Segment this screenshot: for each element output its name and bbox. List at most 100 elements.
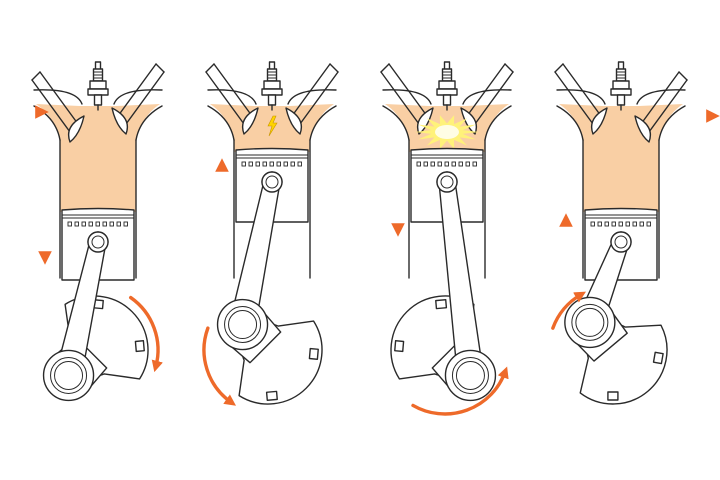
valve-stem-right	[466, 63, 514, 125]
valve-head-right	[111, 107, 129, 135]
big-end-journal	[54, 360, 84, 390]
head-port-right-upper	[113, 89, 163, 105]
piston-ring-slot	[416, 161, 421, 167]
explosion-core	[435, 125, 459, 139]
counterweight-notch	[607, 391, 619, 401]
big-end-journal	[228, 310, 258, 340]
head-port-right-lower	[484, 105, 512, 141]
counterweight-notch	[435, 299, 448, 310]
piston-ring-slot	[81, 221, 86, 227]
engine-stage-exhaust	[551, 61, 720, 405]
spark-plug-hex	[263, 80, 281, 90]
spark-plug-hex	[612, 80, 630, 90]
valve-stem-end-left	[31, 71, 41, 81]
rod-small-end-bore	[614, 235, 628, 249]
piston-ring-slot	[430, 161, 435, 167]
piston-ring-slot	[102, 221, 107, 227]
engine-stage-intake	[6, 61, 165, 402]
rod-small-end-bore	[91, 235, 105, 249]
piston-ring-slot	[597, 221, 602, 227]
rod-small-end	[261, 171, 283, 193]
valve-head-right	[285, 107, 303, 135]
valve-stem-end-left	[554, 63, 564, 73]
rod-small-end	[610, 231, 632, 253]
piston-ring-slot	[262, 161, 267, 167]
spark-plug-ribs	[93, 71, 103, 79]
curved-arrow-icon	[551, 291, 587, 330]
piston-ring-slot	[269, 161, 274, 167]
head-port-right-lower	[309, 105, 337, 141]
piston-ring-slot	[123, 221, 128, 227]
head-port-left-upper	[207, 89, 257, 105]
piston-ring-slot	[646, 221, 651, 227]
valve-head-left	[241, 107, 259, 135]
lightning-bolt-icon	[267, 115, 278, 137]
spark-plug-ribs	[616, 71, 626, 79]
piston-ring-slot	[604, 221, 609, 227]
spark-plug-body	[610, 88, 632, 96]
head-port-left-upper	[382, 89, 432, 105]
valve-stem-end-left	[205, 63, 215, 73]
valve-stem-left	[31, 71, 79, 133]
valve-stem-end-right	[678, 71, 688, 81]
piston-ring-slot	[74, 221, 79, 227]
piston-ring-slot	[590, 221, 595, 227]
curved-arrow-icon	[129, 295, 163, 373]
counterweight-notch	[265, 390, 278, 401]
spark-plug-icon	[87, 61, 109, 111]
head-port-left-lower	[382, 105, 410, 141]
piston-ring-slot	[423, 161, 428, 167]
head-port-right-lower	[135, 105, 163, 141]
spark-plug-body	[436, 88, 458, 96]
valve-head-left	[416, 107, 434, 135]
valve-stem-left	[554, 63, 602, 125]
big-end-bearing	[224, 306, 262, 344]
spark-plug-thread	[93, 94, 103, 106]
piston-ring-slot	[444, 161, 449, 167]
piston-ring-slot	[109, 221, 114, 227]
piston-ring-slot	[241, 161, 246, 167]
rod-small-end-bore	[265, 175, 279, 189]
counterweight-notch	[308, 347, 319, 360]
piston-ring-slot	[632, 221, 637, 227]
valve-stem-end-right	[155, 63, 165, 73]
valve-head-right	[634, 115, 652, 143]
spark-plug-body	[87, 88, 109, 96]
piston-ring-slot	[465, 161, 470, 167]
piston-ring-slot	[458, 161, 463, 167]
spark-plug-icon	[610, 61, 632, 111]
spark-plug-thread	[267, 94, 277, 106]
rod-small-end-bore	[440, 175, 454, 189]
valve-head-right	[460, 107, 478, 135]
head-port-right-upper	[462, 89, 512, 105]
head-port-left-upper	[33, 89, 83, 105]
curved-arrow-icon	[411, 366, 509, 416]
big-end-bearing	[50, 356, 88, 394]
engine-stage-power	[380, 61, 514, 416]
spark-plug-ribs	[442, 71, 452, 79]
spark-plug-body	[261, 88, 283, 96]
head-port-right-upper	[287, 89, 337, 105]
valve-stem-right	[117, 63, 165, 125]
piston-ring-slot	[437, 161, 442, 167]
piston-ring-slot	[290, 161, 295, 167]
spark-plug-hex	[438, 80, 456, 90]
big-end-bearing	[451, 356, 489, 394]
valve-stem-end-right	[329, 63, 339, 73]
counterweight-notch	[652, 351, 664, 365]
valve-stem-end-right	[504, 63, 514, 73]
valve-stem-right	[291, 63, 339, 125]
valve-stem-left	[380, 63, 428, 125]
combustion-chamber-fill	[559, 104, 683, 212]
spark-plug-thread	[442, 94, 452, 106]
piston-ring-slot	[611, 221, 616, 227]
valve-stem-right	[640, 71, 688, 133]
piston-ring-slot	[276, 161, 281, 167]
piston-ring-slot	[248, 161, 253, 167]
head-port-right-lower	[658, 105, 686, 141]
piston-ring-slot	[255, 161, 260, 167]
valve-head-left	[590, 107, 608, 135]
spark-plug-icon	[261, 61, 283, 111]
